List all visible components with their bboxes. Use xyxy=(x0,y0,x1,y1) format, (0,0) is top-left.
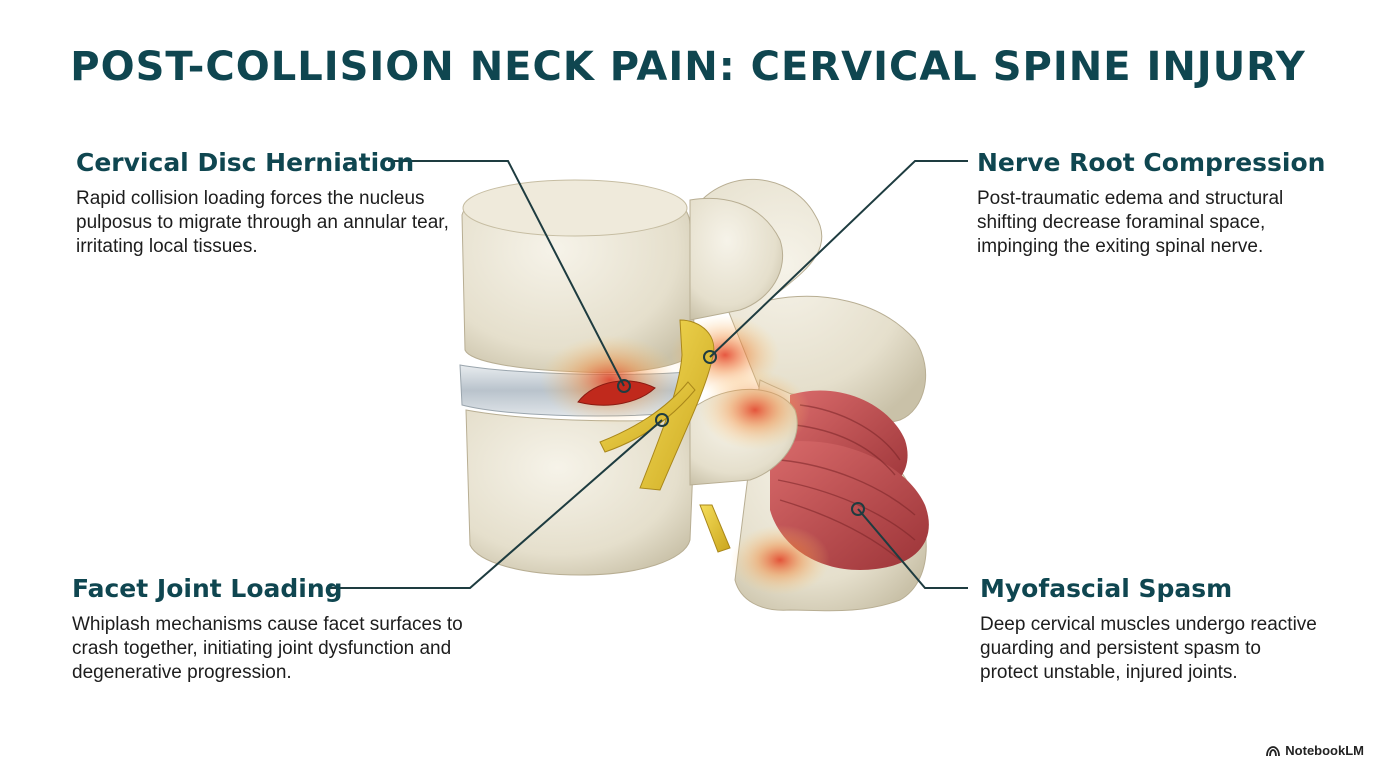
leader-nerve xyxy=(709,160,968,358)
callout-body: Post-traumatic edema and structural shif… xyxy=(977,188,1284,257)
marker-nerve xyxy=(703,350,717,364)
muscle-bundle xyxy=(770,390,929,570)
page-title: POST-COLLISION NECK PAIN: CERVICAL SPINE… xyxy=(70,44,1306,90)
notebooklm-logo-icon xyxy=(1266,745,1281,756)
leader-lines xyxy=(330,160,968,589)
callout-nerve-compression: Nerve Root Compression Post-traumatic ed… xyxy=(977,148,1337,259)
leader-disc xyxy=(388,160,625,387)
marker-facet xyxy=(655,413,669,427)
marker-disc xyxy=(617,379,631,393)
callout-heading: Myofascial Spasm xyxy=(980,574,1233,603)
leader-facet xyxy=(330,419,663,589)
leader-myo xyxy=(857,508,968,589)
callout-disc-herniation: Cervical Disc Herniation Rapid collision… xyxy=(76,148,456,259)
upper-vertebra xyxy=(461,179,784,373)
callout-body: Rapid collision loading forces the nucle… xyxy=(76,188,449,257)
callout-heading: Cervical Disc Herniation xyxy=(76,148,415,177)
branding: NotebookLM xyxy=(1266,743,1364,758)
inflammation-glows xyxy=(540,315,830,595)
branding-label: NotebookLM xyxy=(1285,743,1364,758)
marker-myo xyxy=(851,502,865,516)
herniation-lesion xyxy=(577,380,656,406)
callout-body: Deep cervical muscles undergo reactive g… xyxy=(980,614,1317,683)
callout-myofascial-spasm: Myofascial Spasm Deep cervical muscles u… xyxy=(980,574,1320,685)
leader-markers xyxy=(617,350,865,516)
callout-body: Whiplash mechanisms cause facet surfaces… xyxy=(72,614,463,683)
callout-heading: Facet Joint Loading xyxy=(72,574,343,603)
callout-heading: Nerve Root Compression xyxy=(977,148,1326,177)
callout-facet-loading: Facet Joint Loading Whiplash mechanisms … xyxy=(72,574,492,685)
nerve-root xyxy=(599,319,731,553)
